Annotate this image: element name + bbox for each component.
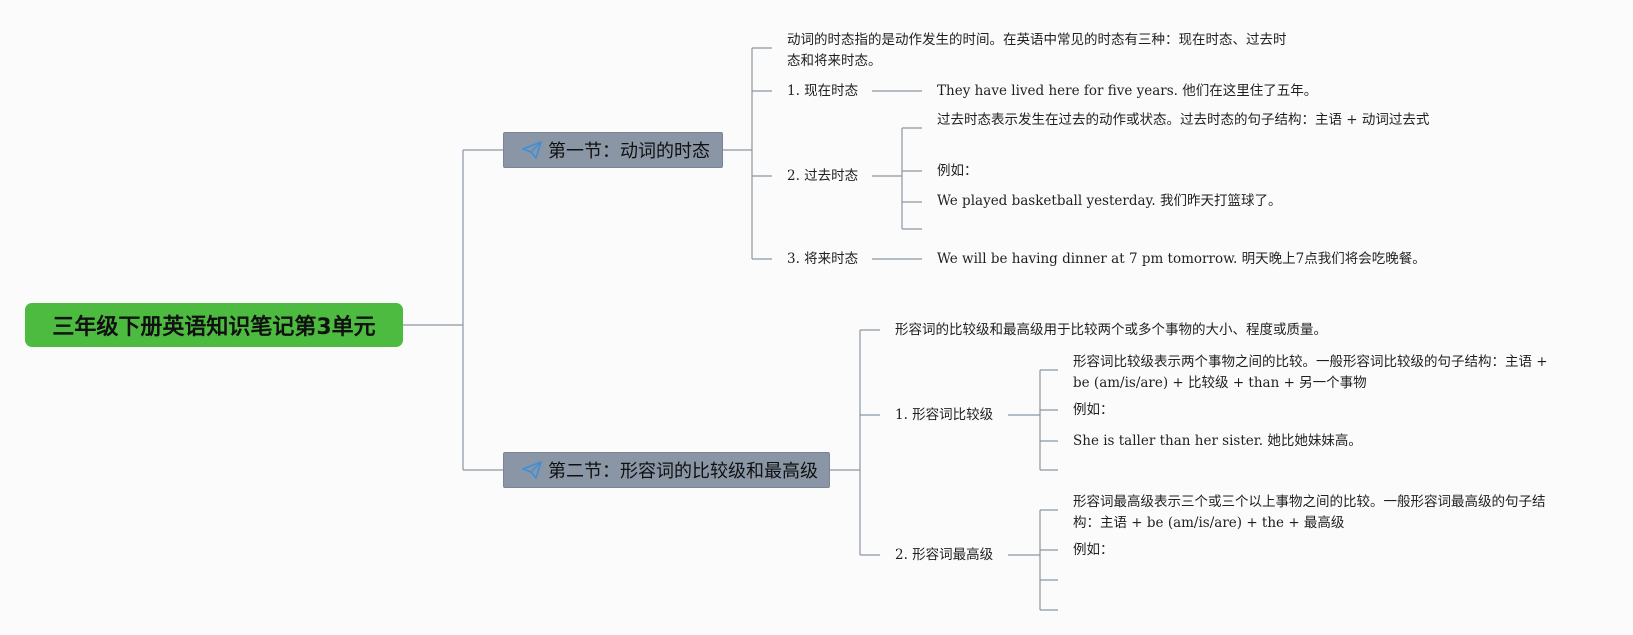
present-tense-example: They have lived here for five years. 他们在…: [937, 83, 1318, 99]
paper-plane-icon: [522, 141, 542, 159]
past-tense-definition: 过去时态表示发生在过去的动作或状态。过去时态的句子结构：主语 + 动词过去式: [937, 112, 1430, 128]
section-1-intro: 动词的时态指的是动作发生的时间。在英语中常见的时态有三种：现在时态、过去时态和将…: [787, 32, 1287, 69]
section-1-item-3[interactable]: 3. 将来时态: [787, 251, 859, 267]
past-tense-example: We played basketball yesterday. 我们昨天打篮球了…: [937, 193, 1282, 209]
future-tense-example: We will be having dinner at 7 pm tomorro…: [937, 251, 1426, 267]
comparative-example: She is taller than her sister. 她比她妹妹高。: [1073, 433, 1362, 449]
section-2-item-2[interactable]: 2. 形容词最高级: [895, 547, 994, 563]
section-1-item-2[interactable]: 2. 过去时态: [787, 168, 859, 184]
paper-plane-icon: [522, 461, 542, 479]
superlative-example-label: 例如：: [1073, 542, 1114, 558]
root-topic[interactable]: 三年级下册英语知识笔记第3单元: [25, 303, 403, 347]
section-2-item-1[interactable]: 1. 形容词比较级: [895, 407, 994, 423]
section-2-title: 第二节：形容词的比较级和最高级: [548, 461, 818, 482]
superlative-definition: 形容词最高级表示三个或三个以上事物之间的比较。一般形容词最高级的句子结构：主语 …: [1073, 494, 1546, 531]
past-tense-example-label: 例如：: [937, 163, 978, 179]
section-2-topic[interactable]: 第二节：形容词的比较级和最高级: [503, 452, 830, 488]
section-1-item-1[interactable]: 1. 现在时态: [787, 83, 859, 99]
comparative-example-label: 例如：: [1073, 402, 1114, 418]
section-1-topic[interactable]: 第一节：动词的时态: [503, 132, 723, 168]
section-1-title: 第一节：动词的时态: [548, 141, 710, 162]
section-2-intro: 形容词的比较级和最高级用于比较两个或多个事物的大小、程度或质量。: [895, 322, 1327, 338]
comparative-definition: 形容词比较级表示两个事物之间的比较。一般形容词比较级的句子结构：主语 + be …: [1073, 354, 1548, 391]
